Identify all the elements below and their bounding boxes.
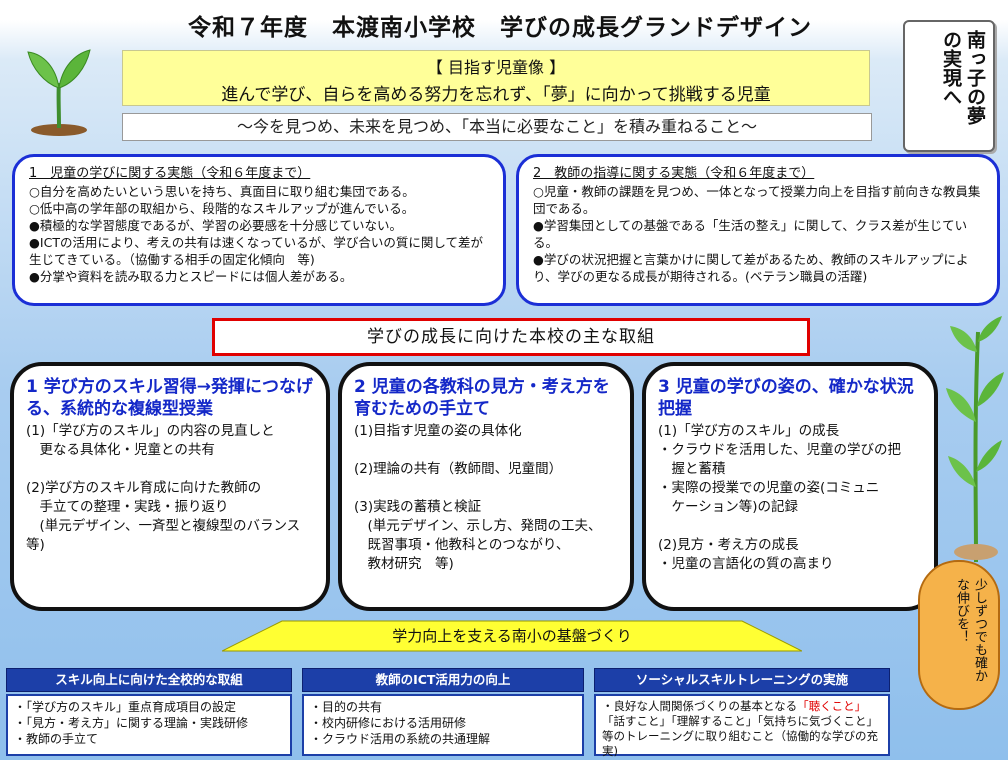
plant-icon bbox=[946, 316, 1004, 562]
status-teachers-line: ●学習集団としての基盤である「生活の整え」に関して、クラス差が生じている。 bbox=[533, 218, 968, 250]
pillar-heading: 2 児童の各教科の見方・考え方を育むための手立て bbox=[354, 377, 610, 419]
list-item: ・「見方・考え方」に関する理論・実践研修 bbox=[14, 716, 249, 730]
status-teachers-line: ○児童・教師の課題を見つめ、一体となって授業力向上を目指す前向きな教員集団である… bbox=[533, 184, 981, 216]
motto: ～今を見つめ、未来を見つめ、「本当に必要なこと」を積み重ねること～ bbox=[122, 113, 872, 141]
list-item: ・「学び方のスキル」重点育成項目の設定 bbox=[14, 700, 237, 714]
status-children-line: ○低中高の学年部の取組から、段階的なスキルアップが進んでいる。 bbox=[29, 201, 415, 216]
initiatives-title: 学びの成長に向けた本校の主な取組 bbox=[212, 318, 810, 356]
foundation-title: 学力向上を支える南小の基盤づくり bbox=[392, 627, 632, 645]
pillar-heading: 1 学び方のスキル習得→発揮につなげる、系統的な複線型授業 bbox=[26, 377, 313, 419]
pillar-3: 3 児童の学びの姿の、確かな状況把握 (1)「学び方のスキル」の成長 ・クラウド… bbox=[642, 362, 938, 611]
foundation-ict-title: 教師のICT活用力の向上 bbox=[302, 668, 584, 692]
encouragement-bubble: 少しずつでも確かな伸びを！ bbox=[918, 560, 1000, 710]
status-teachers-line: ●学びの状況把握と言葉かけに関して差があるため、教師のスキルアップにより、学びの… bbox=[533, 252, 969, 284]
pillar-body: (1)目指す児童の姿の具体化 (2)理論の共有（教師間、児童間） (3)実践の蓄… bbox=[354, 423, 602, 572]
pillar-body: (1)「学び方のスキル」の成長 ・クラウドを活用した、児童の学びの把 握と蓄積 … bbox=[658, 423, 901, 572]
list-item: ・目的の共有 bbox=[310, 700, 383, 714]
sst-highlight: 「聴くこと」 bbox=[797, 699, 867, 713]
foundation-ict-body: ・目的の共有 ・校内研修における活用研修 ・クラウド活用の系統の共通理解 bbox=[302, 694, 584, 756]
sst-text-post: 「話すこと」「理解すること」「気持ちに気づくこと」等のトレーニングに取り組むこと… bbox=[602, 714, 878, 758]
foundation-skill-body: ・「学び方のスキル」重点育成項目の設定 ・「見方・考え方」に関する理論・実践研修… bbox=[6, 694, 292, 756]
pillar-heading: 3 児童の学びの姿の、確かな状況把握 bbox=[658, 377, 914, 419]
pillar-body: (1)「学び方のスキル」の内容の見直しと 更なる具体化・児童との共有 (2)学び… bbox=[26, 423, 301, 553]
foundation-banner bbox=[222, 620, 802, 652]
status-teachers-heading: 2 教師の指導に関する実態（令和６年度まで） bbox=[533, 166, 815, 181]
foundation-sst-body: ・良好な人間関係づくりの基本となる「聴くこと」「話すこと」「理解すること」「気持… bbox=[594, 694, 890, 758]
status-children-box: 1 児童の学びに関する実態（令和６年度まで） ○自分を高めたいという思いを持ち、… bbox=[12, 154, 506, 306]
sst-text-pre: ・良好な人間関係づくりの基本となる bbox=[602, 699, 798, 713]
pillar-1: 1 学び方のスキル習得→発揮につなげる、系統的な複線型授業 (1)「学び方のスキ… bbox=[10, 362, 330, 611]
status-teachers-box: 2 教師の指導に関する実態（令和６年度まで） ○児童・教師の課題を見つめ、一体と… bbox=[516, 154, 1000, 306]
sprout-icon bbox=[27, 49, 91, 136]
status-children-line: ●ICTの活用により、考えの共有は速くなっているが、学び合いの質に関して差が生じ… bbox=[29, 235, 483, 267]
list-item: ・教師の手立て bbox=[14, 732, 99, 746]
list-item: ・クラウド活用の系統の共通理解 bbox=[310, 732, 491, 746]
goal-heading: 【 目指す児童像 】 bbox=[426, 58, 566, 77]
status-children-line: ●分掌や資料を読み取る力とスピードには個人差がある。 bbox=[29, 269, 353, 284]
foundation-skill-title: スキル向上に向けた全校的な取組 bbox=[6, 668, 292, 692]
list-item: ・校内研修における活用研修 bbox=[310, 716, 467, 730]
goal-box: 【 目指す児童像 】 進んで学び、自らを高める努力を忘れず、「夢」に向かって挑戦… bbox=[122, 50, 870, 106]
status-children-line: ●積極的な学習態度であるが、学習の必要感を十分感じていない。 bbox=[29, 218, 403, 233]
pillar-2: 2 児童の各教科の見方・考え方を育むための手立て (1)目指す児童の姿の具体化 … bbox=[338, 362, 634, 611]
foundation-sst-title: ソーシャルスキルトレーニングの実施 bbox=[594, 668, 890, 692]
status-children-heading: 1 児童の学びに関する実態（令和６年度まで） bbox=[29, 166, 311, 181]
scroll-banner: 南っ子の夢の実現へ bbox=[903, 20, 995, 152]
status-children-line: ○自分を高めたいという思いを持ち、真面目に取り組む集団である。 bbox=[29, 184, 415, 199]
goal-text: 進んで学び、自らを高める努力を忘れず、「夢」に向かって挑戦する児童 bbox=[221, 85, 771, 105]
page-title: 令和７年度 本渡南小学校 学びの成長グランドデザイン bbox=[188, 15, 812, 41]
